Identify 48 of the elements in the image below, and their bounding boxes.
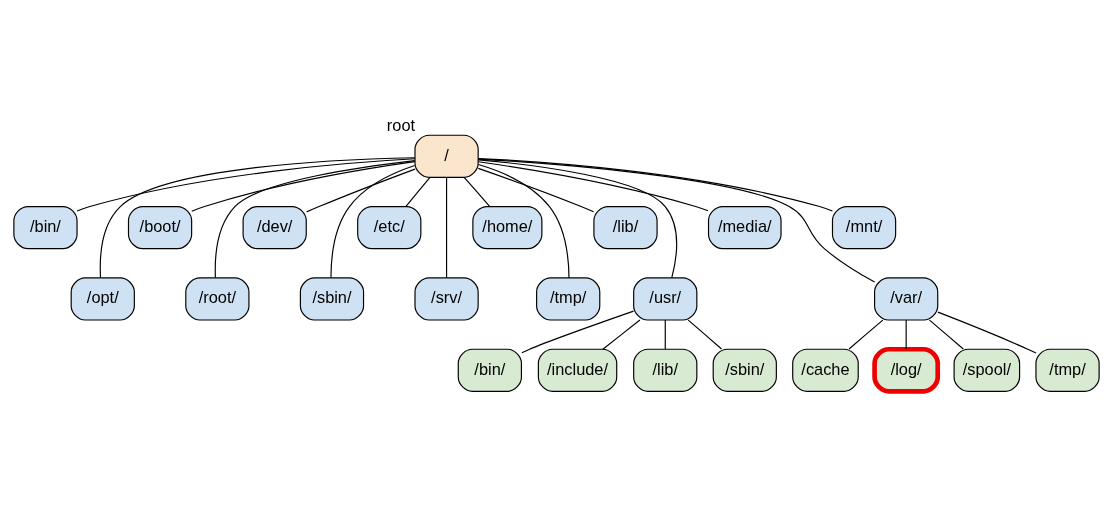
connector: [191, 161, 416, 212]
node-box: /tmp/: [536, 277, 601, 321]
connector: [905, 319, 907, 350]
connector: [446, 176, 448, 279]
node-box: /spool/: [953, 348, 1021, 392]
node-box: /tmp/: [1035, 348, 1100, 392]
connector: [477, 167, 595, 213]
connector: [937, 311, 1037, 354]
node-box: /etc/: [357, 205, 422, 250]
node-label: root: [386, 115, 416, 134]
connector: [687, 319, 723, 350]
connector: [99, 157, 416, 279]
node-box: /home/: [472, 205, 543, 250]
connector: [477, 161, 709, 212]
node-box: /boot/: [127, 205, 193, 250]
connector: [664, 319, 666, 350]
node-box: /dev/: [242, 205, 307, 250]
connector: [306, 168, 416, 213]
node-box: /sbin/: [299, 277, 365, 321]
connector: [521, 310, 635, 354]
node-box: /cache: [792, 348, 859, 392]
node-box: /media/: [707, 205, 782, 250]
connector: [602, 319, 641, 350]
connector: [477, 163, 570, 279]
connector: [477, 158, 876, 283]
node-box: /: [414, 134, 479, 178]
node-box: /log/: [872, 346, 941, 394]
node-box: /var/: [874, 277, 939, 321]
node-box: /include/: [537, 348, 618, 392]
node-box: /lib/: [593, 205, 658, 250]
connector: [405, 176, 431, 207]
node-box: /sbin/: [712, 348, 777, 392]
connector: [477, 159, 678, 279]
connector: [214, 160, 416, 279]
node-box: /bin/: [13, 205, 78, 250]
node-box: /bin/: [457, 348, 522, 392]
node-box: /srv/: [414, 277, 479, 321]
connector: [463, 176, 491, 207]
connector: [330, 164, 416, 279]
node-box: /mnt/: [831, 205, 897, 250]
node-box: /usr/: [633, 277, 698, 321]
connector: [928, 319, 964, 350]
node-box: /root/: [185, 277, 250, 321]
connector: [848, 319, 884, 350]
connector: [478, 157, 834, 212]
node-box: /opt/: [70, 277, 135, 321]
connector: [76, 158, 416, 212]
node-box: /lib/: [633, 348, 698, 392]
